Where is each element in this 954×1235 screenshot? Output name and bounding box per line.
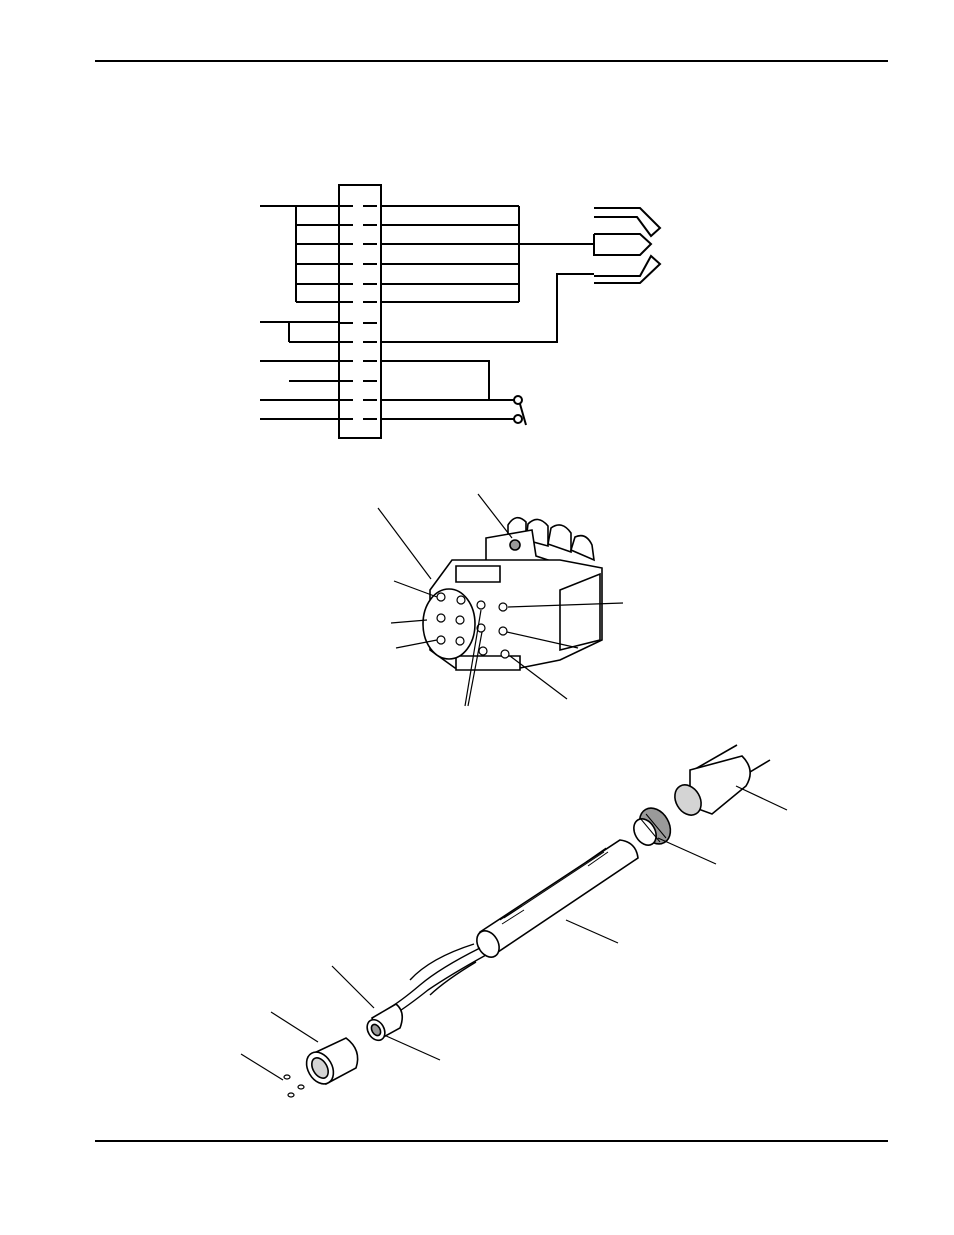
shield-cup xyxy=(305,1037,359,1086)
handle-rear-sleeve xyxy=(689,755,751,815)
handle-body xyxy=(479,839,639,954)
housing-side-tab xyxy=(559,572,601,652)
retaining-screws xyxy=(283,1074,305,1098)
left-wires xyxy=(260,205,339,420)
torch-head xyxy=(366,1003,404,1042)
right-wires xyxy=(381,205,594,420)
torch-lead-wires xyxy=(385,943,487,1017)
switch-symbol xyxy=(513,395,527,426)
connector-pins xyxy=(436,592,510,659)
housing-top-tab xyxy=(455,565,501,583)
latch-screw xyxy=(509,539,521,551)
torch-leader-lines xyxy=(240,785,788,1081)
connector-housing xyxy=(429,559,603,669)
rear-sleeve-end xyxy=(674,784,702,816)
connector-wire-boots xyxy=(507,516,595,562)
header-rule xyxy=(95,60,888,62)
terminal-pins xyxy=(339,205,381,420)
terminal-block xyxy=(338,184,382,439)
connector-leader-lines xyxy=(377,493,624,707)
footer-rule xyxy=(95,1140,888,1142)
torch-head-symbol xyxy=(593,207,662,284)
knurled-nut xyxy=(633,807,672,846)
handle-grip-ridges xyxy=(499,847,609,925)
